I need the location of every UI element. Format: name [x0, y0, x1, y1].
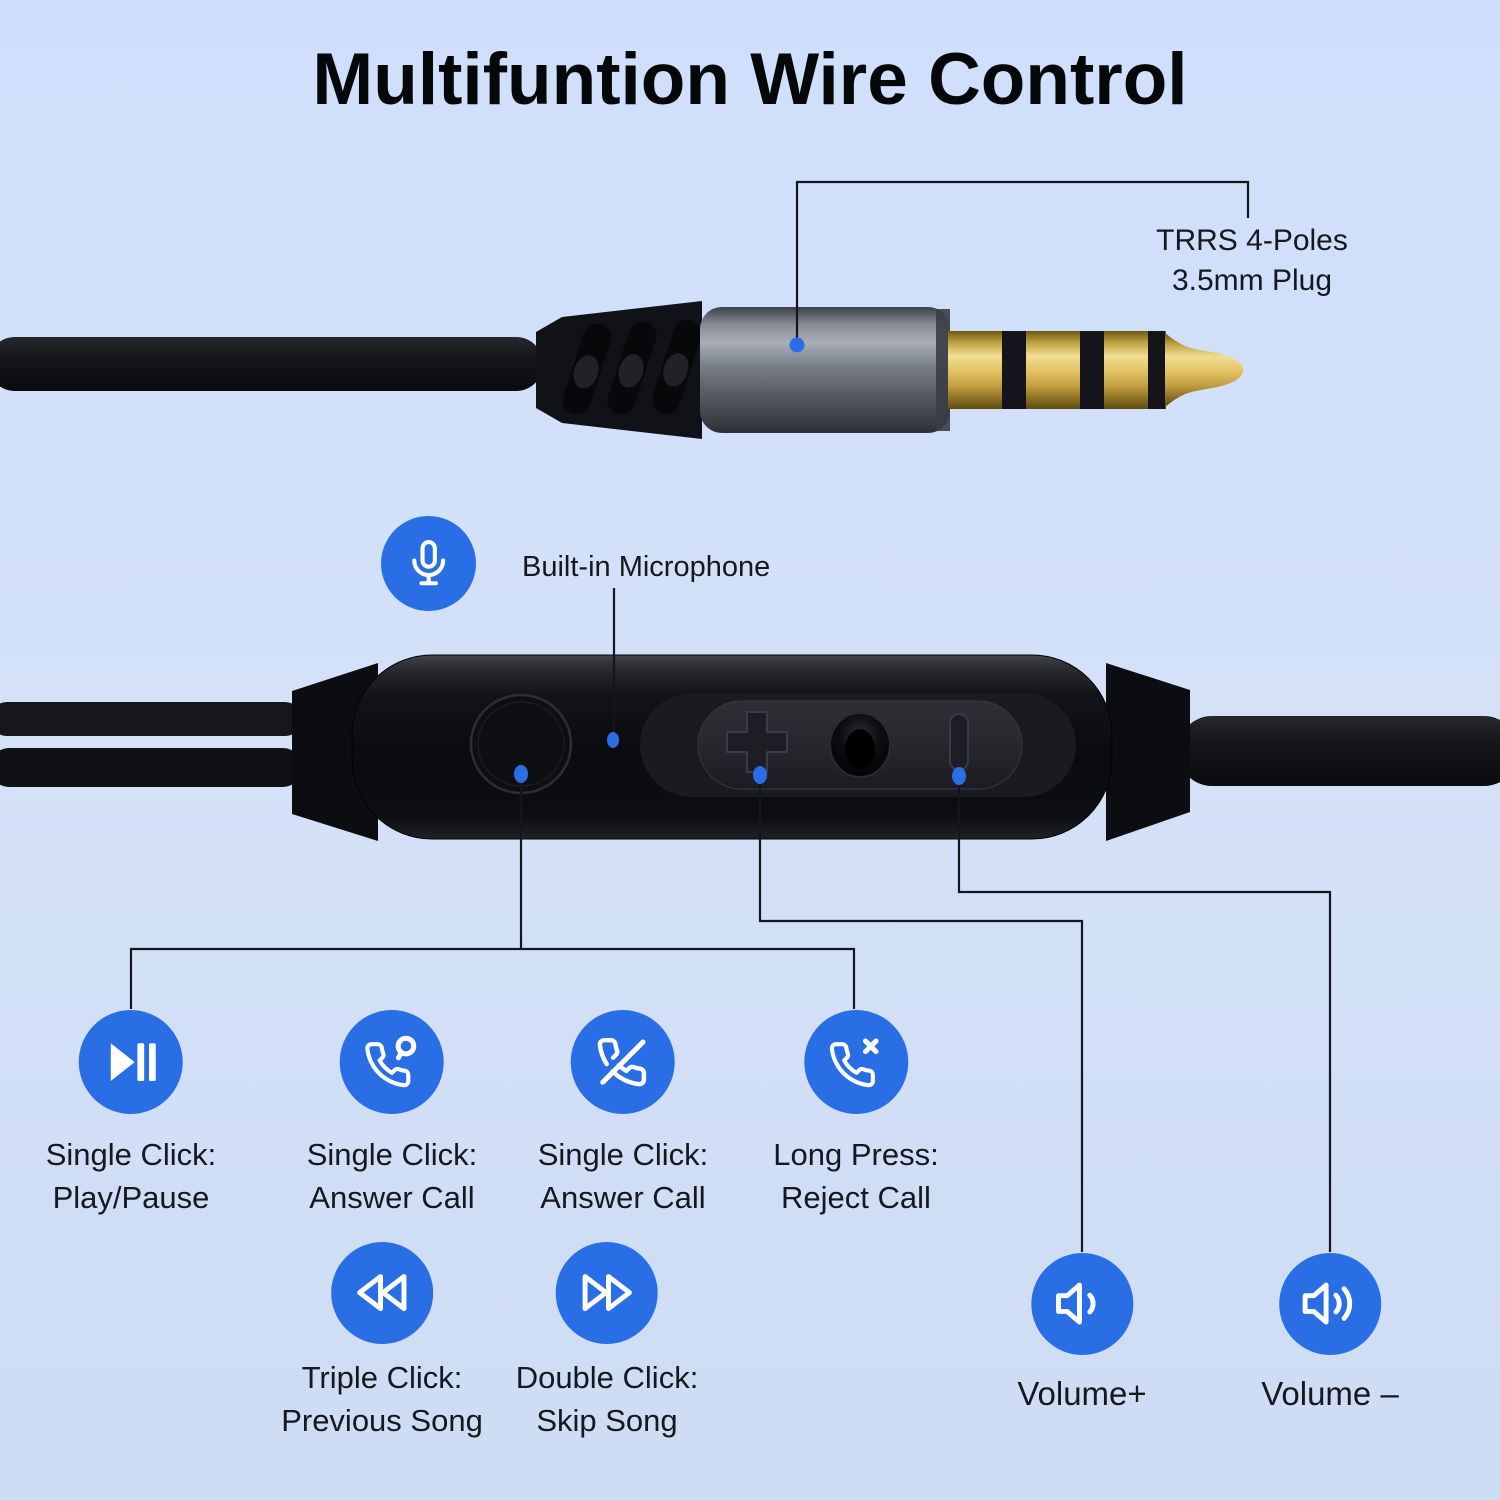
- volume-minus-button: [949, 713, 969, 771]
- fast-forward-icon: [556, 1242, 658, 1344]
- jack-insulator-rings: [1002, 331, 1165, 409]
- feature-result: Answer Call: [309, 1180, 475, 1215]
- feature-label-play-pause: Single Click: Play/Pause: [46, 1133, 217, 1219]
- inline-remote-illustration: [0, 654, 1500, 841]
- right-cable: [1178, 716, 1500, 786]
- multifunction-callout-line: [129, 780, 856, 1009]
- feature-result: Reject Call: [781, 1180, 931, 1215]
- feature-play-pause: Single Click: Play/Pause: [46, 1010, 217, 1219]
- feature-label-volume-down: Volume –: [1261, 1372, 1399, 1415]
- volume-up-callout-line: [758, 782, 1084, 1252]
- feature-action: Double Click:: [515, 1360, 699, 1395]
- plug-label-line1: TRRS 4-Poles: [1156, 224, 1348, 257]
- volume-up-icon: [1031, 1253, 1133, 1355]
- feature-reject-call: Long Press: Reject Call: [773, 1010, 939, 1219]
- microphone-icon: [381, 516, 476, 611]
- jack-barrel-end-ring: [936, 309, 950, 431]
- feature-label-previous-song: Triple Click: Previous Song: [281, 1356, 483, 1442]
- feature-previous-song: Triple Click: Previous Song: [281, 1242, 483, 1442]
- feature-action: Single Click:: [45, 1137, 217, 1172]
- page-title: Multifuntion Wire Control: [312, 39, 1188, 120]
- volume-plus-button: [726, 711, 788, 773]
- feature-label-volume-up: Volume+: [1017, 1372, 1146, 1415]
- play-pause-icon: [79, 1010, 183, 1114]
- mic-marker-dot: [607, 732, 619, 748]
- feature-action: Volume+: [1017, 1375, 1147, 1412]
- callout-dots: [514, 337, 966, 785]
- feature-result: Skip Song: [536, 1403, 678, 1438]
- plug-label-line2: 3.5mm Plug: [1171, 264, 1333, 297]
- strain-relief-vents: [562, 319, 702, 415]
- volume-up-marker-dot: [753, 766, 767, 784]
- feature-end-call: Single Click: Answer Call: [538, 1010, 709, 1219]
- feature-action: Triple Click:: [301, 1360, 463, 1395]
- feature-result: Answer Call: [540, 1180, 706, 1215]
- feature-volume-down: Volume –: [1261, 1253, 1399, 1415]
- plug-marker-dot: [789, 337, 805, 353]
- feature-answer-call: Single Click: Answer Call: [307, 1010, 478, 1219]
- volume-down-marker-dot: [952, 767, 966, 785]
- feature-volume-up: Volume+: [1017, 1253, 1147, 1415]
- jack-gold-shaft: [948, 331, 1166, 409]
- phone-answer-icon: [340, 1010, 444, 1114]
- feature-result: Previous Song: [281, 1403, 483, 1438]
- plug-callout-line: [795, 180, 1250, 345]
- feature-label-skip-song: Double Click: Skip Song: [516, 1356, 699, 1442]
- jack-cable: [0, 337, 543, 391]
- callout-lines: [129, 180, 1332, 1252]
- remote-right-collet: [1106, 663, 1190, 841]
- remote-knob-hole-core: [845, 729, 875, 769]
- volume-down-icon: [1279, 1253, 1381, 1355]
- feature-skip-song: Double Click: Skip Song: [516, 1242, 699, 1442]
- phone-slash-icon: [571, 1010, 675, 1114]
- feature-label-end-call: Single Click: Answer Call: [538, 1133, 709, 1219]
- feature-action: Volume –: [1261, 1375, 1399, 1412]
- plug-callout-label: TRRS 4-Poles 3.5mm Plug: [1156, 221, 1348, 301]
- feature-action: Single Click:: [537, 1137, 709, 1172]
- feature-label-answer-call: Single Click: Answer Call: [307, 1133, 478, 1219]
- feature-label-reject-call: Long Press: Reject Call: [773, 1133, 938, 1219]
- jack-gold-tip: [1165, 333, 1243, 407]
- jack-barrel: [700, 307, 950, 433]
- left-wire-upper: [0, 702, 302, 736]
- audio-jack-illustration: [0, 301, 1243, 439]
- rewind-icon: [331, 1242, 433, 1344]
- feature-result: Play/Pause: [52, 1180, 210, 1215]
- multifunction-marker-dot: [514, 765, 528, 783]
- phone-reject-icon: [804, 1010, 908, 1114]
- volume-down-callout-line: [957, 783, 1332, 1252]
- left-wire-lower: [0, 748, 302, 787]
- feature-action: Long Press:: [773, 1137, 939, 1172]
- feature-action: Single Click:: [306, 1137, 478, 1172]
- microphone-label: Built-in Microphone: [522, 551, 771, 583]
